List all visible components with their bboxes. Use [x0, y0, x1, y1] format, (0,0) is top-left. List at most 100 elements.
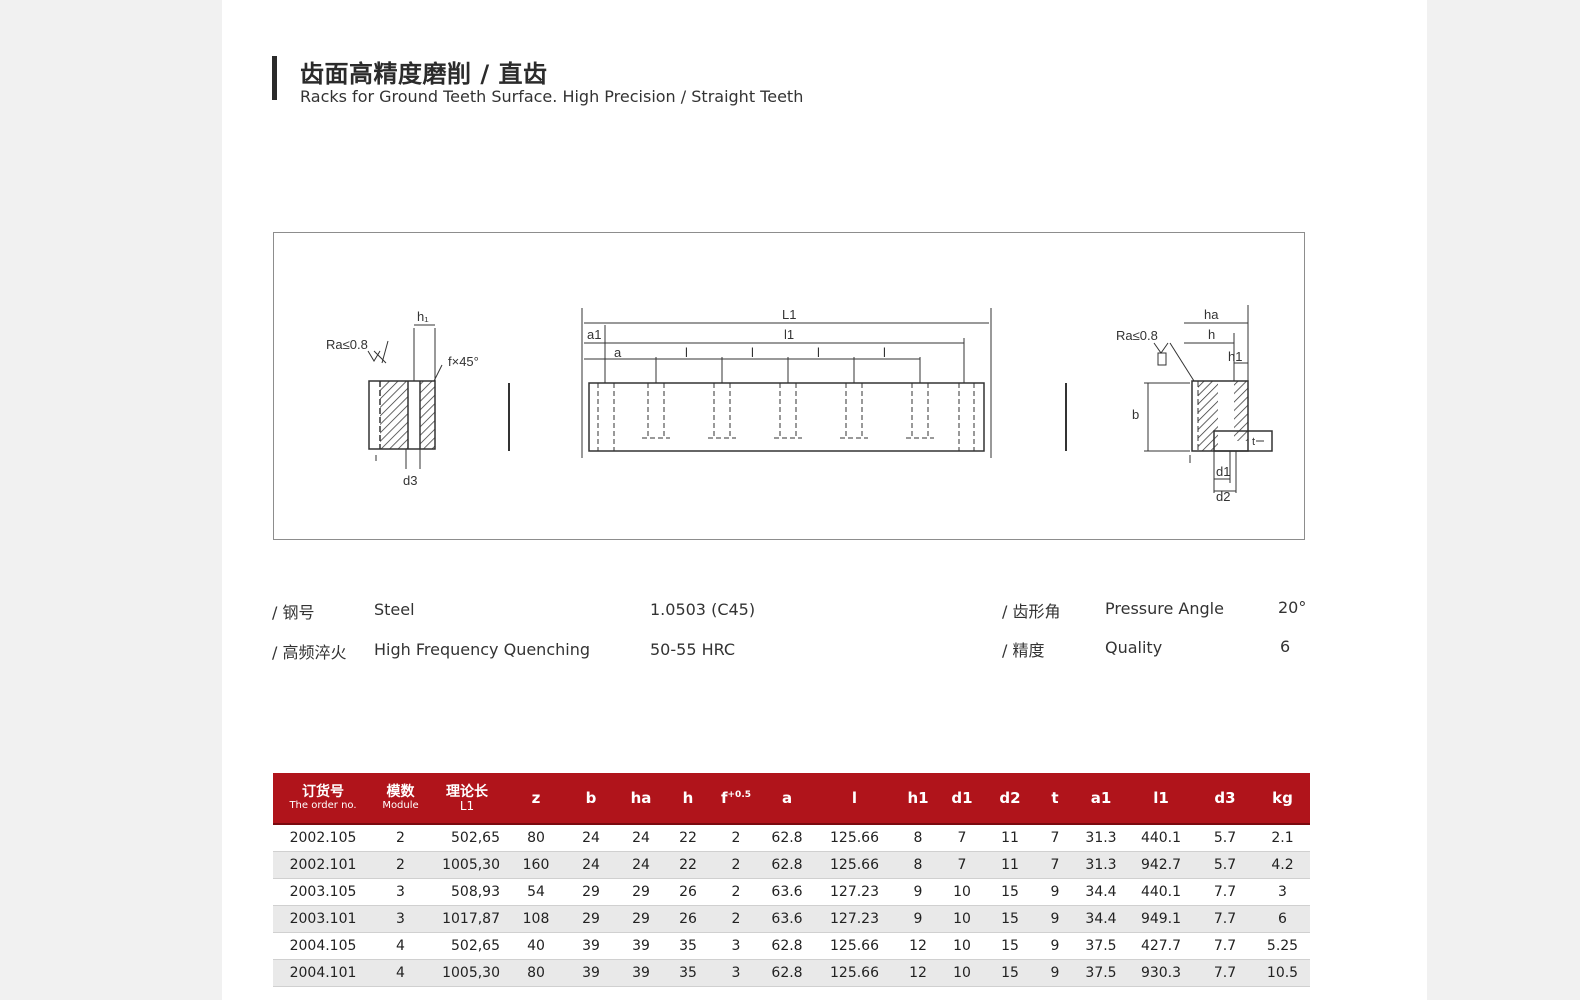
right-d2-label: d2: [1216, 489, 1230, 504]
col-t: t: [1035, 773, 1075, 825]
table-cell: 4: [373, 959, 428, 987]
col-d3: d3: [1195, 773, 1255, 825]
drawing-svg: Ra≤0.8 h₁ f×45° d3: [326, 305, 1273, 504]
table-cell: 9: [897, 878, 939, 906]
table-cell: 24: [566, 851, 616, 879]
spec-quenching-value: 50-55 HRC: [650, 640, 736, 659]
spec-quality-value: 6: [1280, 637, 1291, 656]
spec-steel-cn: / 钢号: [272, 603, 315, 622]
table-cell: 29: [566, 878, 616, 906]
table-cell: 427.7: [1127, 932, 1195, 960]
table-cell: 37.5: [1075, 932, 1127, 960]
table-cell: 3: [1255, 878, 1310, 906]
front-a-label: a: [614, 345, 622, 360]
right-roughness-label: Ra≤0.8: [1116, 328, 1158, 343]
table-cell: 80: [506, 959, 566, 987]
table-cell: 502,65: [428, 824, 506, 852]
table-cell: 7.7: [1195, 905, 1255, 933]
col-ha: ha: [616, 773, 666, 825]
table-cell: 2.1: [1255, 824, 1310, 852]
left-d3-label: d3: [403, 473, 417, 488]
right-ha-label: ha: [1204, 307, 1219, 322]
left-chamfer-label: f×45°: [448, 354, 479, 369]
table-cell: 3: [373, 905, 428, 933]
right-t-label: t: [1252, 436, 1255, 448]
front-l1-label: l1: [784, 327, 794, 342]
table-cell: 10: [939, 932, 985, 960]
table-cell: 440.1: [1127, 824, 1195, 852]
table-cell: 3: [710, 932, 762, 960]
table-cell: 2: [710, 824, 762, 852]
table-cell: 125.66: [812, 824, 897, 852]
front-L1-label: L1: [782, 307, 796, 322]
spec-quenching-en: High Frequency Quenching: [374, 640, 590, 659]
table-cell: 15: [985, 932, 1035, 960]
table-cell: 125.66: [812, 932, 897, 960]
table-cell: 40: [506, 932, 566, 960]
right-section-view: Ra≤0.8 ha h h1 b d1 d2 t: [1116, 305, 1273, 504]
spec-pressure-angle-value: 20°: [1278, 598, 1307, 617]
title-accent-bar: [272, 56, 277, 100]
front-view: L1 l1 a1 a l l l l: [581, 307, 1067, 458]
table-cell: 6: [1255, 905, 1310, 933]
table-cell: 22: [666, 824, 710, 852]
table-cell: 7: [939, 851, 985, 879]
table-cell: 5.7: [1195, 824, 1255, 852]
table-cell: 8: [897, 851, 939, 879]
table-cell: 2: [373, 824, 428, 852]
table-cell: 39: [566, 959, 616, 987]
table-cell: 37.5: [1075, 959, 1127, 987]
spec-steel-en: Steel: [374, 600, 415, 619]
front-l-label-3: l: [817, 345, 820, 360]
spec-pressure-angle-cn: / 齿形角: [1002, 602, 1061, 621]
table-cell: 29: [616, 905, 666, 933]
front-l-label-2: l: [751, 345, 754, 360]
spec-quality-cn: / 精度: [1002, 641, 1045, 660]
col-h1: h1: [897, 773, 939, 825]
table-cell: 2: [373, 851, 428, 879]
table-cell: 35: [666, 959, 710, 987]
table-cell: 54: [506, 878, 566, 906]
table-cell: 10: [939, 878, 985, 906]
table-cell: 24: [566, 824, 616, 852]
table-cell: 2004.105: [273, 932, 373, 960]
table-cell: 7: [1035, 824, 1075, 852]
table-cell: 9: [1035, 905, 1075, 933]
table-cell: 63.6: [762, 878, 812, 906]
table-cell: 12: [897, 959, 939, 987]
col-b: b: [566, 773, 616, 825]
table-cell: 5.25: [1255, 932, 1310, 960]
table-cell: 125.66: [812, 959, 897, 987]
table-cell: 1005,30: [428, 959, 506, 987]
table-cell: 9: [1035, 878, 1075, 906]
table-cell: 62.8: [762, 824, 812, 852]
left-section-view: Ra≤0.8 h₁ f×45° d3: [326, 309, 510, 488]
table-cell: 2: [710, 878, 762, 906]
table-cell: 11: [985, 824, 1035, 852]
table-cell: 9: [1035, 932, 1075, 960]
col-a1: a1: [1075, 773, 1127, 825]
technical-drawing: Ra≤0.8 h₁ f×45° d3: [273, 232, 1305, 540]
table-cell: 11: [985, 851, 1035, 879]
col-l1: l1: [1127, 773, 1195, 825]
right-h1-label: h1: [1228, 349, 1242, 364]
page-title-cn: 齿面高精度磨削 / 直齿: [300, 60, 548, 88]
col-f: f+0.5: [710, 773, 762, 825]
table-cell: 31.3: [1075, 851, 1127, 879]
table-cell: 29: [566, 905, 616, 933]
table-cell: 24: [616, 824, 666, 852]
table-cell: 4.2: [1255, 851, 1310, 879]
table-cell: 9: [1035, 959, 1075, 987]
table-cell: 7: [939, 824, 985, 852]
col-d1: d1: [939, 773, 985, 825]
table-cell: 62.8: [762, 959, 812, 987]
